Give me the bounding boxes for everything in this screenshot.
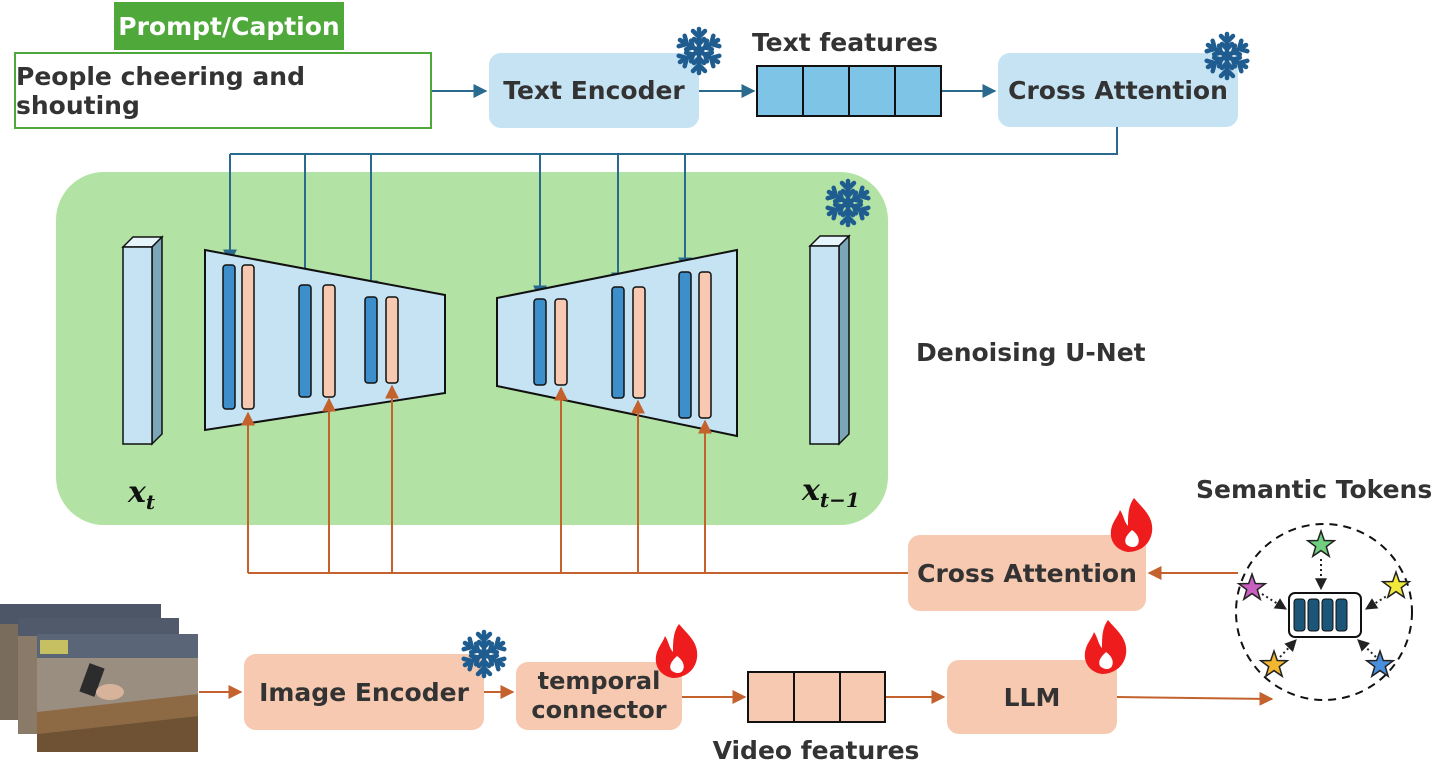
semantic-tokens-label: Semantic Tokens — [1196, 475, 1433, 504]
arrow-llm-to-semantic-tokens — [1116, 691, 1274, 706]
temporal-connector-line1: temporal — [537, 667, 661, 696]
llm-box: LLM — [947, 660, 1117, 734]
unet-label: Denoising U-Net — [916, 338, 1146, 367]
image-encoder-box: Image Encoder — [244, 654, 484, 730]
prompt-box: People cheering and shouting — [14, 52, 432, 129]
text-encoder-box: Text Encoder — [489, 53, 699, 128]
temporal-connector-line2: connector — [531, 696, 667, 724]
star-magenta — [1237, 573, 1267, 601]
temporal-connector-box: temporal connector — [516, 662, 682, 730]
semantic-tokens-diagram — [1235, 523, 1413, 701]
cross-attention-bottom-box: Cross Attention — [908, 535, 1146, 611]
text-features-label: Text features — [751, 28, 939, 57]
image-encoder-label: Image Encoder — [259, 677, 469, 707]
cross-attention-bottom-label: Cross Attention — [917, 558, 1137, 588]
prompt-tag-label: Prompt/Caption — [118, 11, 340, 41]
star-orange — [1259, 650, 1289, 678]
x-t-minus-1-label: xt−1 — [802, 473, 860, 512]
star-blue — [1365, 650, 1395, 678]
star-yellow — [1381, 571, 1411, 599]
cross-attention-top-label: Cross Attention — [1008, 75, 1228, 105]
prompt-tag: Prompt/Caption — [114, 2, 344, 50]
cross-attention-top-box: Cross Attention — [998, 53, 1238, 127]
video-features-bar — [747, 671, 886, 723]
x-t-label: xt — [128, 475, 156, 514]
video-frames — [0, 604, 198, 752]
video-features-label: Video features — [712, 736, 920, 765]
unet-panel — [56, 172, 888, 525]
text-encoder-label: Text Encoder — [503, 76, 685, 105]
prompt-text: People cheering and shouting — [16, 61, 305, 120]
llm-label: LLM — [1003, 682, 1061, 712]
star-green — [1306, 530, 1336, 558]
text-features-bar — [756, 65, 942, 117]
